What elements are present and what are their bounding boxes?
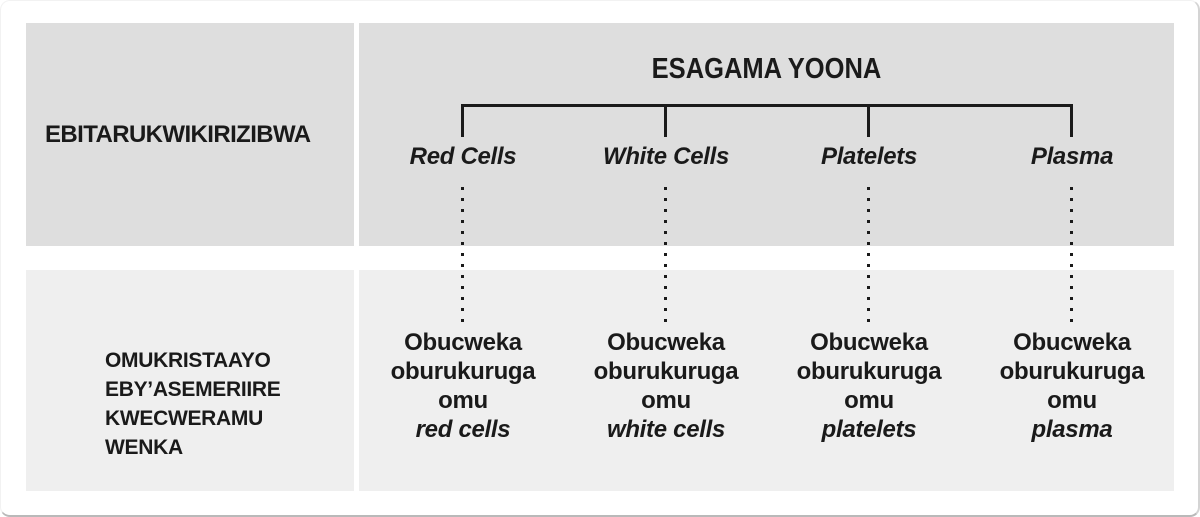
fraction-line: oburukuruga	[593, 358, 739, 385]
bracket-tick-platelets	[867, 104, 870, 137]
panel-top-left	[26, 23, 354, 246]
fraction-block-plasma: Obucweka oburukuruga omu plasma	[962, 328, 1182, 444]
dotted-connector-white-cells	[664, 187, 667, 322]
fraction-line: omu	[1047, 387, 1097, 414]
panel-bottom-left	[26, 270, 354, 491]
branch-label-plasma: Plasma	[1030, 143, 1114, 170]
branch-label-red-cells: Red Cells	[409, 143, 517, 170]
bracket-tick-plasma	[1070, 104, 1073, 137]
dotted-connector-red-cells	[461, 187, 464, 322]
fraction-term: red cells	[415, 416, 511, 443]
row-label-line: KWECWERAMU	[105, 407, 263, 430]
fraction-line: omu	[844, 387, 894, 414]
bracket-tick-red-cells	[461, 104, 464, 137]
fraction-block-white-cells: Obucweka oburukuruga omu white cells	[556, 328, 776, 444]
fraction-line: omu	[438, 387, 488, 414]
panel-top-right	[359, 23, 1174, 246]
fraction-line: Obucweka	[1013, 329, 1131, 356]
fraction-line: oburukuruga	[390, 358, 536, 385]
fraction-line: Obucweka	[404, 329, 522, 356]
tree-root-title-text: ESAGAMA YOONA	[651, 53, 882, 85]
fraction-term: platelets	[821, 416, 917, 443]
fraction-term: white cells	[606, 416, 726, 443]
tree-root-title: ESAGAMA YOONA	[359, 53, 1174, 86]
bracket-tick-white-cells	[664, 104, 667, 137]
branch-label-white-cells: White Cells	[602, 143, 730, 170]
row-label-line: EBY’ASEMERIIRE	[105, 378, 281, 401]
bracket-horizontal-line	[461, 104, 1072, 107]
fraction-line: Obucweka	[607, 329, 725, 356]
row-label-not-accepted: EBITARUKWIKIRIZIBWA	[45, 121, 311, 148]
fraction-term: plasma	[1031, 416, 1113, 443]
fraction-line: oburukuruga	[999, 358, 1145, 385]
row-label-acceptable-fractions: OMUKRISTAAYO EBY’ASEMERIIRE KWECWERAMU W…	[105, 346, 281, 462]
fraction-block-red-cells: Obucweka oburukuruga omu red cells	[353, 328, 573, 444]
fraction-line: Obucweka	[810, 329, 928, 356]
row-label-line: WENKA	[105, 436, 183, 459]
fraction-line: oburukuruga	[796, 358, 942, 385]
fraction-block-platelets: Obucweka oburukuruga omu platelets	[759, 328, 979, 444]
dotted-connector-platelets	[867, 187, 870, 322]
branch-label-platelets: Platelets	[820, 143, 918, 170]
dotted-connector-plasma	[1070, 187, 1073, 322]
fraction-line: omu	[641, 387, 691, 414]
panel-bottom-right	[359, 270, 1174, 491]
row-label-line: OMUKRISTAAYO	[105, 349, 271, 372]
